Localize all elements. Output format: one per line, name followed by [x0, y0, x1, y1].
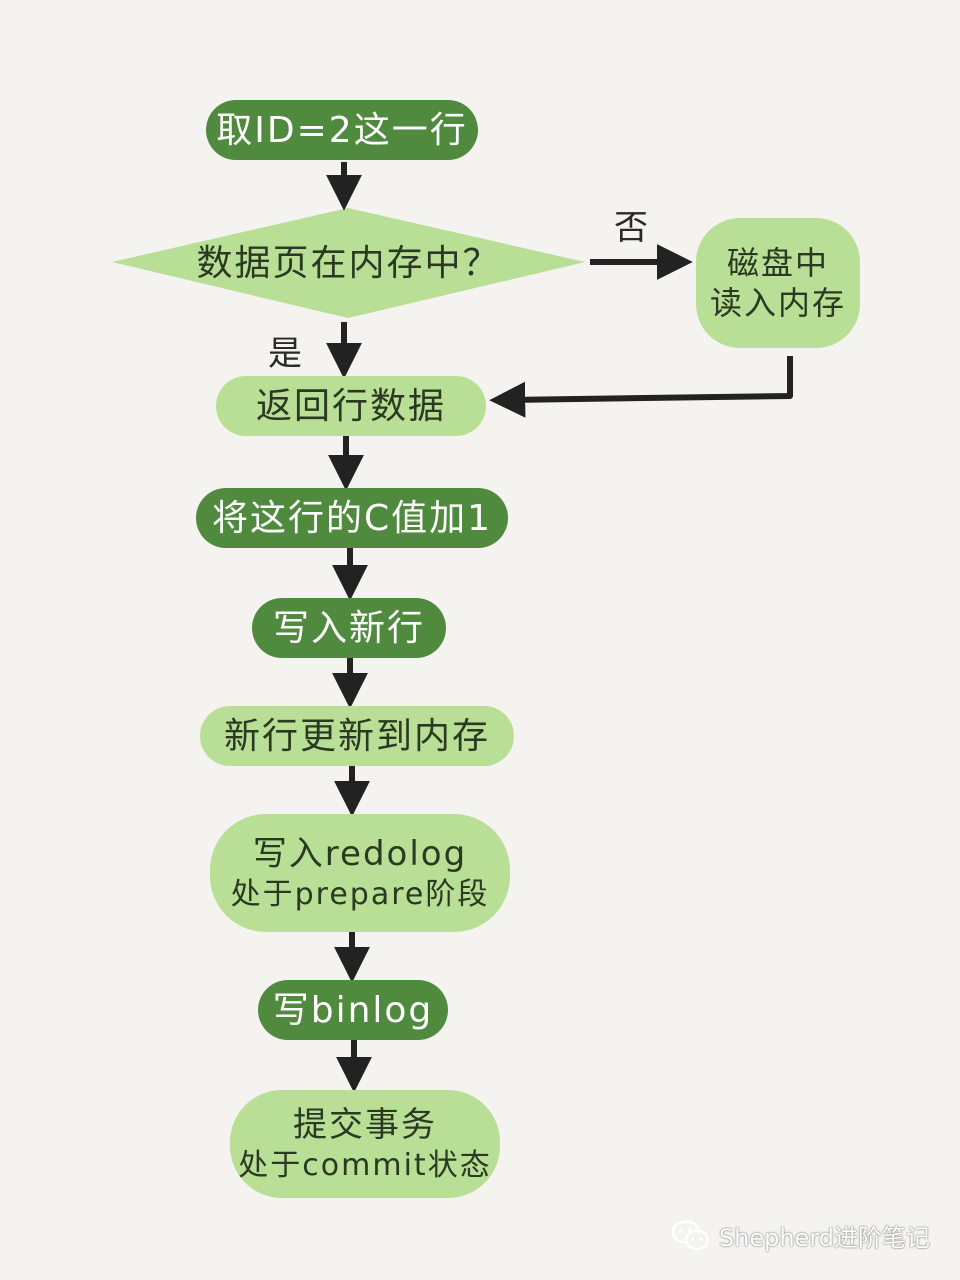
node-binlog-label: 写binlog	[272, 989, 434, 1031]
node-disk-label-2: 读入内存	[709, 284, 846, 322]
node-start-label: 取ID=2这一行	[216, 109, 468, 151]
node-decision: 数据页在内存中？	[112, 208, 585, 318]
node-disk-label-1: 磁盘中	[726, 244, 829, 282]
node-update-mem-label: 新行更新到内存	[223, 715, 490, 757]
decision-diamond	[112, 208, 585, 318]
node-decision-label: 数据页在内存中？	[196, 242, 501, 284]
watermark: Shepherd进阶笔记	[671, 1218, 930, 1253]
watermark-text: Shepherd进阶笔记	[718, 1224, 930, 1252]
node-start: 取ID=2这一行	[206, 100, 478, 160]
node-redo-label-1: 写入redolog	[252, 834, 468, 874]
edge-label-yes: 是	[268, 334, 302, 374]
node-update-mem: 新行更新到内存	[200, 706, 514, 766]
node-commit-label-1: 提交事务	[293, 1105, 437, 1145]
node-commit: 提交事务 处于commit状态	[230, 1090, 500, 1198]
node-binlog: 写binlog	[258, 980, 448, 1040]
wechat-icon	[671, 1219, 710, 1250]
node-write-row-label: 写入新行	[272, 607, 425, 649]
node-write-row: 写入新行	[252, 598, 446, 658]
node-redo-label-2: 处于prepare阶段	[230, 876, 490, 912]
node-add-one-label: 将这行的C值加1	[211, 497, 493, 539]
edge-label-no: 否	[614, 208, 648, 248]
node-add-one: 将这行的C值加1	[196, 488, 508, 548]
node-commit-label-2: 处于commit状态	[238, 1147, 492, 1183]
node-return-row-label: 返回行数据	[255, 385, 446, 427]
node-return-row: 返回行数据	[216, 376, 486, 436]
node-redo: 写入redolog 处于prepare阶段	[210, 814, 510, 932]
arrow-disk-to-return	[489, 356, 793, 418]
node-disk: 磁盘中 读入内存	[696, 218, 860, 348]
